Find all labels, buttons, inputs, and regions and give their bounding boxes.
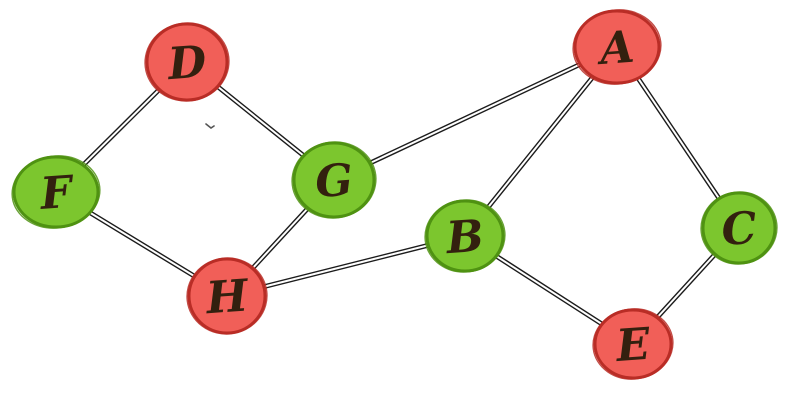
graph-node-H: H [186, 257, 268, 335]
graph-node-A: A [572, 9, 662, 85]
stray-pen-mark [205, 123, 215, 129]
edge-B-H [225, 233, 467, 299]
graph-node-C: C [700, 191, 778, 265]
graph-node-G: G [291, 141, 377, 219]
graph-node-E: E [592, 308, 674, 380]
edge-G-A [332, 44, 619, 183]
graph-node-F: F [11, 155, 101, 229]
graph-node-B: B [424, 199, 506, 273]
